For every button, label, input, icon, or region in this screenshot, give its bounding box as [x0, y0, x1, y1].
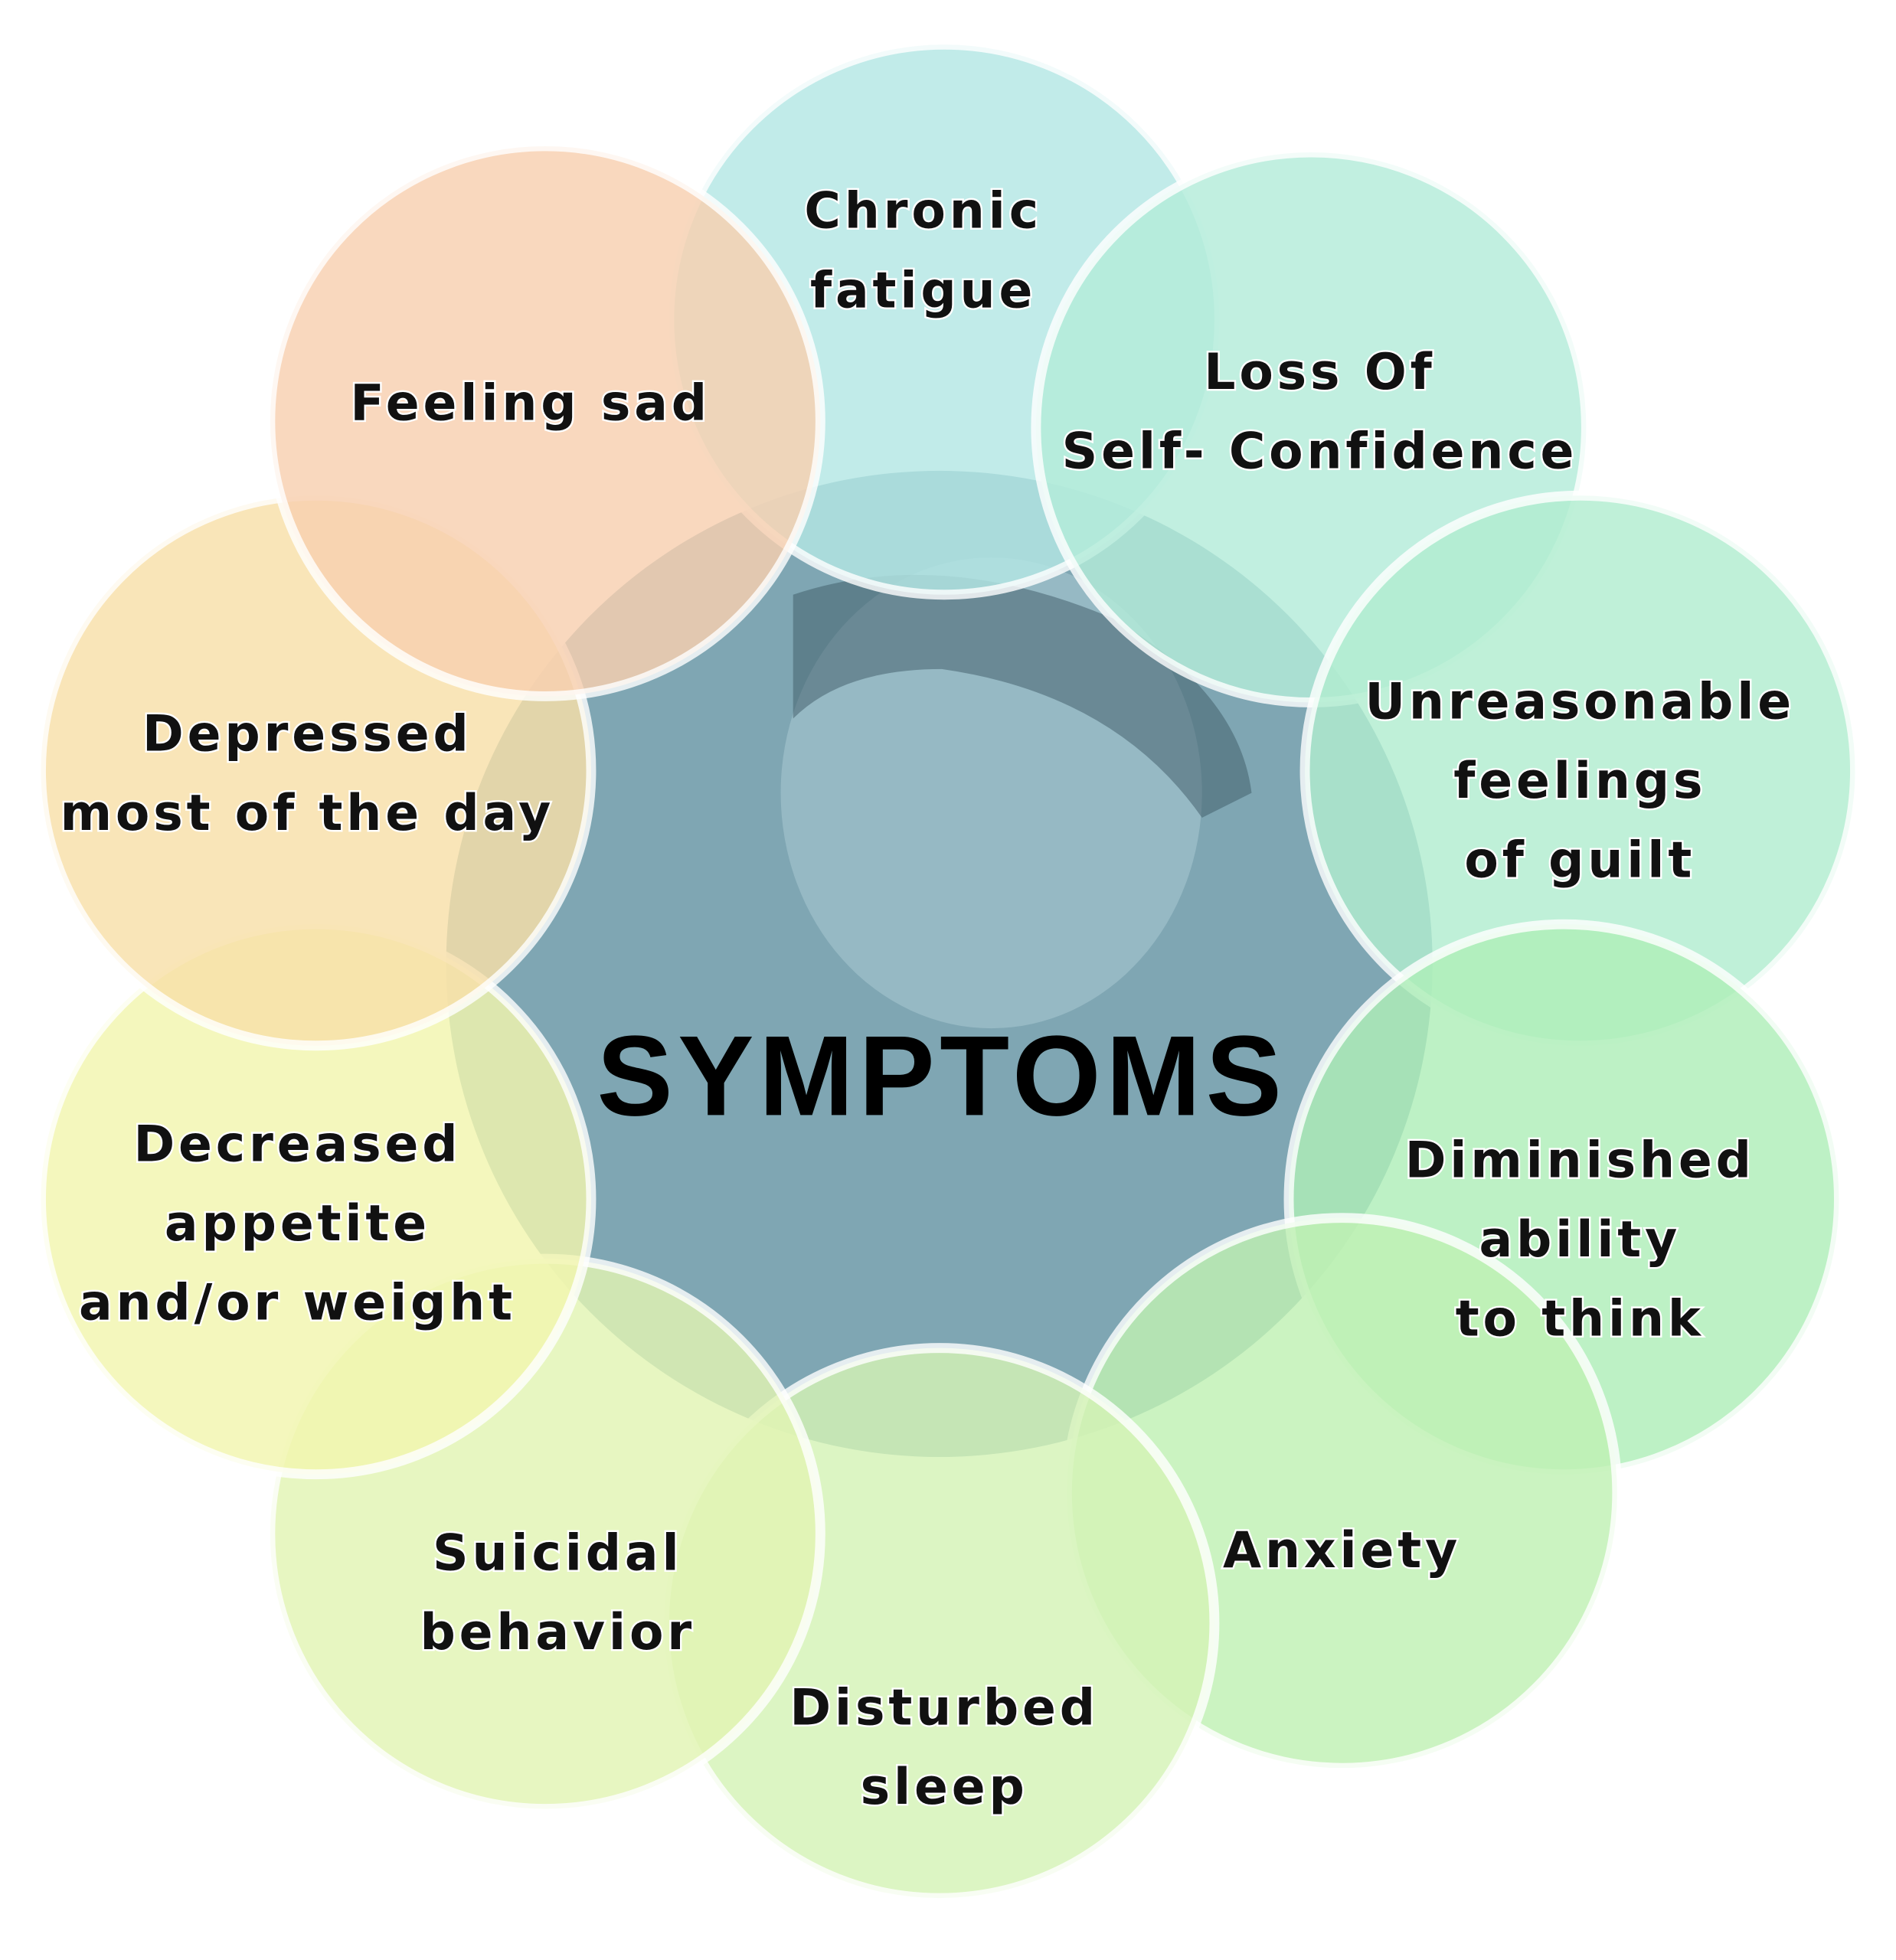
symptom-label: behavior [420, 1604, 695, 1661]
symptom-label: Feeling sad [350, 375, 711, 433]
symptom-label: Self- Confidence [1062, 423, 1578, 481]
symptom-label: Decreased [133, 1116, 461, 1173]
symptom-label: feelings [1453, 753, 1706, 810]
center-circle-group [446, 470, 1433, 1458]
symptom-label: of guilt [1464, 832, 1695, 890]
symptom-label: Disturbed [789, 1680, 1099, 1737]
symptom-label: Loss Of [1204, 344, 1435, 401]
symptom-label: appetite [165, 1195, 430, 1253]
symptom-label: to think [1456, 1290, 1705, 1348]
diagram-title: SYMPTOMS [597, 1011, 1286, 1139]
symptom-label: Chronic [804, 183, 1042, 240]
symptom-circle [265, 141, 825, 701]
symptom-label: fatigue [810, 262, 1036, 319]
symptom-label: Depressed [142, 706, 472, 763]
symptom-label: Suicidal [433, 1524, 682, 1582]
symptom-label: Diminished [1405, 1132, 1755, 1189]
symptom-label: Unreasonable [1365, 674, 1796, 731]
symptom-label: and/or weight [79, 1274, 516, 1331]
symptom-label: most of the day [60, 785, 555, 842]
symptom-label: ability [1479, 1211, 1681, 1269]
symptom-label: sleep [861, 1759, 1028, 1816]
symptom-label: Anxiety [1223, 1522, 1461, 1579]
